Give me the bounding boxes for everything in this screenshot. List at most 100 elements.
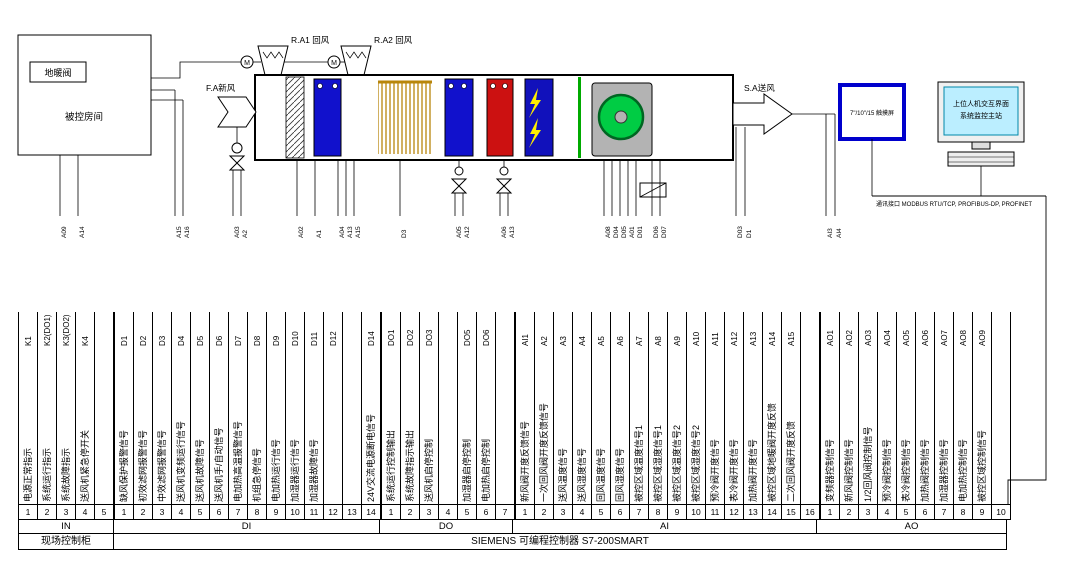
terminal-label-area: D8 机组急停信号 [248,312,266,505]
plc-label: SIEMENS 可编程控制器 S7-200SMART [114,534,1007,550]
fa-label: F.A新风 [206,83,236,93]
terminal-cell: D8 机组急停信号 8 [248,312,267,520]
terminal-number: 1 [821,505,839,520]
wire-tag: A04 [339,226,346,238]
sa-label: S.A送风 [744,83,775,93]
signal-label: 被控区域温度信号1 [634,424,644,502]
io-section-label-AI: AI [513,520,817,534]
terminal-cell: A9 被控区域温度信号2 9 [668,312,687,520]
signal-label: 系统运行控制输出 [386,429,396,502]
signal-label: 被控区域湿度信号2 [691,424,701,502]
terminal-id-label: AO2 [845,329,854,346]
floor-heating-valve-label: 地暖阀 [44,67,71,78]
signal-label: 一次回风阀开度反馈信号 [539,402,549,502]
cooling-coil [444,78,474,157]
terminal-number: 2 [134,505,152,520]
terminal-id-label: A4 [578,336,587,346]
floor-heating-valve-box [29,61,87,83]
terminal-id-label: D12 [329,331,338,346]
terminal-id-label: AO3 [864,329,873,346]
fa-valve-actuator [231,142,243,154]
terminal-number: 8 [248,505,266,520]
coil-port [502,83,508,89]
terminal-number: 5 [191,505,209,520]
wire-tag: A14 [79,226,86,238]
terminal-label-area: K3(DO2)系统故障指示 [57,312,75,505]
terminal-number: 7 [496,505,514,520]
terminal-number: 8 [649,505,667,520]
terminal-label-area: D12 [324,312,342,505]
terminal-number: 9 [668,505,686,520]
fa-valve-body [228,155,246,164]
terminal-number: 11 [305,505,323,520]
lightning-icon [529,118,541,148]
heat-exchanger-fins [378,82,432,154]
terminal-number: 1 [115,505,133,520]
terminal-number: 8 [954,505,972,520]
signal-label: 送风湿度信号 [577,447,587,502]
terminal-id-label: D8 [253,335,262,346]
terminal-label-area [439,312,457,505]
terminal-label-area [343,312,361,505]
coil-port [317,83,323,89]
io-section-label-IN: IN [19,520,114,534]
terminal-label-area: K2(DO1)系统运行指示 [38,312,56,505]
wire-tag: A06 [501,226,508,238]
signal-label: 电加热启停控制 [481,438,491,502]
motor-letter: M [331,60,337,67]
signal-label: 机组急停信号 [252,447,262,502]
valve-body [495,178,513,187]
terminal-id-label: A9 [673,336,682,346]
wire-tag: A2 [242,230,249,238]
terminal-number: 3 [57,505,75,520]
wire-tag: A02 [298,226,305,238]
signal-label: 电加热运行信号 [271,438,281,502]
touchscreen-label: 7"/10"/15 触摸屏 [850,109,894,117]
lightning-icon [529,88,541,118]
terminal-number: 5 [458,505,476,520]
signal-label: 系统故障指示 [61,447,71,502]
terminal-number: 5 [897,505,915,520]
signal-label: 新风阀开度反馈信号 [520,420,530,502]
signal-label: 系统故障指示输出 [405,429,415,502]
monitor-title-2: 系统监控主站 [960,111,1002,120]
signal-label: 被控区域温度信号2 [672,424,682,502]
terminal-id-label: AO4 [883,329,892,346]
terminal-id-label: DO3 [425,329,434,346]
wire-tag: A03 [234,226,241,238]
funnel-coil-2 [345,51,367,59]
signal-label: 变频器控制信号 [825,438,835,502]
terminal-label-area [801,312,819,505]
terminal-number: 2 [38,505,56,520]
terminal-number: 15 [782,505,800,520]
signal-label: 电源正常指示 [23,447,33,502]
terminal-id-label: D5 [196,335,205,346]
ra2-label: R.A2 回风 [374,35,413,45]
wire-tag: A13 [347,226,354,238]
terminal-number: 5 [592,505,610,520]
terminal-number: 4 [76,505,94,520]
signal-label: 预冷阀控制信号 [882,438,892,502]
